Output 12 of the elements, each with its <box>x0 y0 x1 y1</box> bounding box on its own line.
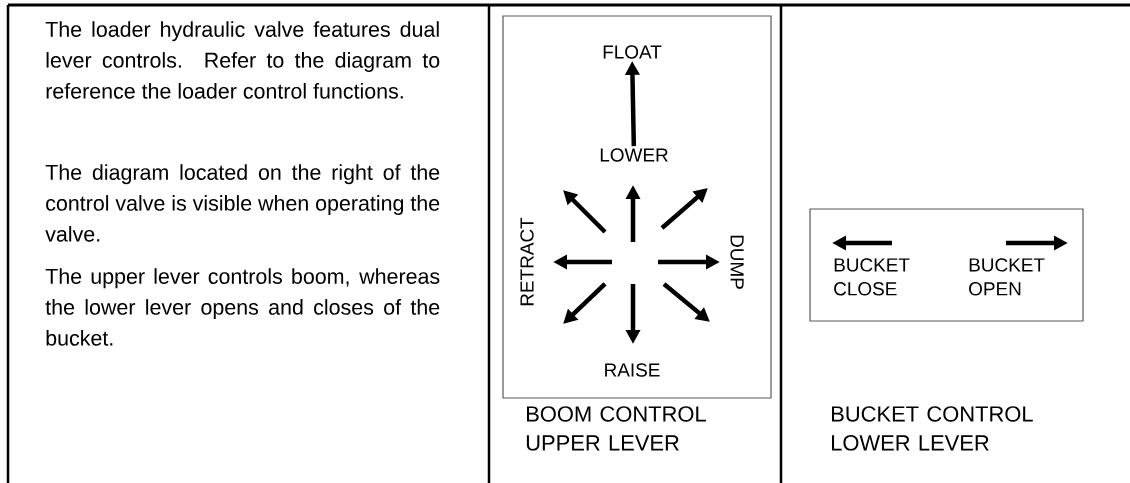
direction-label: BUCKET OPEN <box>969 258 1045 296</box>
panel-caption: BOOM CONTROL UPPER LEVER <box>526 406 706 451</box>
direction-label: RAISE <box>605 363 660 377</box>
direction-label: RETRACT <box>520 217 534 306</box>
direction-label: FLOAT <box>603 45 662 59</box>
paragraph: The loader hydraulic valve features dual lever controls. Refer to the diagram to reference the loader control functions. <box>45 21 440 99</box>
paragraph: The upper lever controls boom, whereas the lower lever opens and closes of the bucket. <box>45 268 440 346</box>
panel-caption: BUCKET CONTROL LOWER LEVER <box>832 406 1033 451</box>
paragraph: The diagram located on the right of the control valve is visible when operating the valve. <box>45 164 440 242</box>
direction-label: BUCKET CLOSE <box>834 258 910 296</box>
direction-label: LOWER <box>600 148 668 162</box>
direction-label: DUMP <box>730 235 744 289</box>
